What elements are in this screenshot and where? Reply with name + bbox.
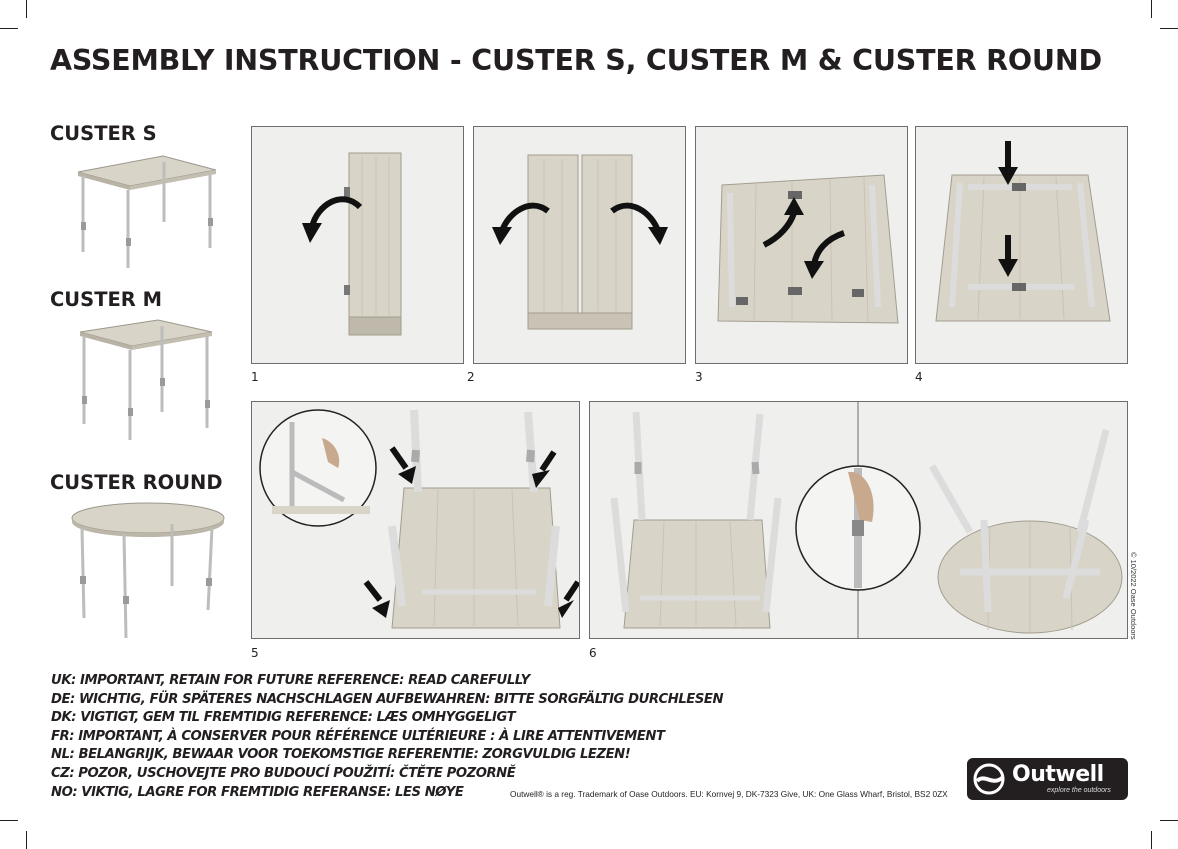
step-2-panel bbox=[473, 126, 686, 364]
crop-mark bbox=[1151, 0, 1152, 18]
logo-name: Outwell bbox=[1012, 762, 1104, 787]
step-4-panel bbox=[915, 126, 1128, 364]
variant-label-custer-s: CUSTER S bbox=[50, 122, 157, 145]
step-5-image bbox=[259, 409, 579, 629]
trademark-notice: Outwell® is a reg. Trademark of Oase Out… bbox=[510, 789, 948, 799]
step-6-panel bbox=[589, 401, 1128, 639]
custer-m-table-image bbox=[79, 319, 213, 440]
copyright-note: © 10/2022 Oase Outdoors bbox=[1129, 552, 1138, 640]
step-1-image bbox=[302, 152, 402, 336]
step-1-number: 1 bbox=[251, 370, 259, 384]
crop-mark bbox=[1151, 831, 1152, 849]
step-4-image bbox=[935, 141, 1111, 322]
crop-mark bbox=[1160, 28, 1178, 29]
step-1-panel bbox=[251, 126, 464, 364]
variant-label-custer-round: CUSTER ROUND bbox=[50, 471, 223, 494]
step-5-number: 5 bbox=[251, 646, 259, 660]
crop-mark bbox=[0, 820, 18, 821]
outwell-logo-icon bbox=[973, 763, 1005, 795]
step-2-image bbox=[492, 154, 668, 330]
warning-de: DE: WICHTIG, FÜR SPÄTERES NACHSCHLAGEN A… bbox=[51, 691, 724, 707]
warning-dk: DK: VIGTIGT, GEM TIL FREMTIDIG REFERENCE… bbox=[51, 710, 516, 726]
warning-fr: FR: IMPORTANT, À CONSERVER POUR RÉFÉRENC… bbox=[51, 728, 665, 744]
crop-mark bbox=[26, 831, 27, 849]
step-5-panel bbox=[251, 401, 580, 639]
logo-tagline: explore the outdoors bbox=[1047, 787, 1111, 794]
custer-s-table-image bbox=[77, 155, 217, 268]
step-3-panel bbox=[695, 126, 908, 364]
step-3-image bbox=[717, 174, 899, 324]
warning-no: NO: VIKTIG, LAGRE FOR FREMTIDIG REFERANS… bbox=[51, 784, 464, 800]
step-3-number: 3 bbox=[695, 370, 703, 384]
warning-cz: CZ: POZOR, USCHOVEJTE PRO BUDOUCÍ POUŽIT… bbox=[51, 765, 516, 781]
step-4-number: 4 bbox=[915, 370, 923, 384]
crop-mark bbox=[1160, 820, 1178, 821]
page-title: ASSEMBLY INSTRUCTION - CUSTER S, CUSTER … bbox=[50, 44, 1102, 77]
custer-round-table-image bbox=[71, 502, 225, 639]
crop-mark bbox=[0, 28, 18, 29]
warning-list: UK: IMPORTANT, RETAIN FOR FUTURE REFEREN… bbox=[51, 672, 751, 802]
warning-uk: UK: IMPORTANT, RETAIN FOR FUTURE REFEREN… bbox=[51, 673, 530, 688]
variant-label-custer-m: CUSTER M bbox=[50, 288, 163, 311]
warning-nl: NL: BELANGRIJK, BEWAAR VOOR TOEKOMSTIGE … bbox=[51, 747, 631, 763]
outwell-logo: Outwell explore the outdoors bbox=[967, 758, 1128, 800]
step-2-number: 2 bbox=[467, 370, 475, 384]
step-6-number: 6 bbox=[589, 646, 597, 660]
crop-mark bbox=[26, 0, 27, 18]
step-6-image bbox=[610, 402, 1123, 638]
